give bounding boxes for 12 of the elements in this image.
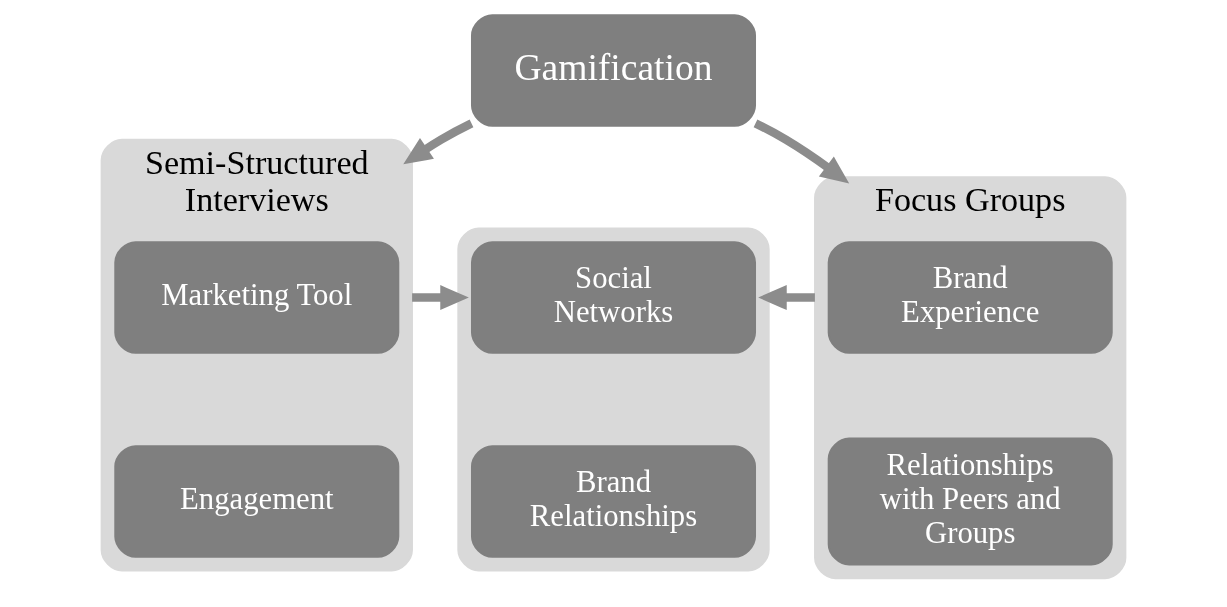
arrow <box>753 119 850 184</box>
node-box: Marketing Tool <box>114 241 400 354</box>
node-box: Social Networks <box>471 241 756 354</box>
arrow <box>403 119 474 165</box>
node-box: Brand Experience <box>827 241 1113 354</box>
node-box: Engagement <box>114 445 400 558</box>
cluster <box>457 227 770 572</box>
node-box: Brand Relationships <box>471 445 756 558</box>
node-box: Gamification <box>471 14 756 127</box>
node-box: Relationships with Peers and Groups <box>827 437 1113 566</box>
arrow <box>412 285 469 310</box>
arrow <box>758 285 815 310</box>
